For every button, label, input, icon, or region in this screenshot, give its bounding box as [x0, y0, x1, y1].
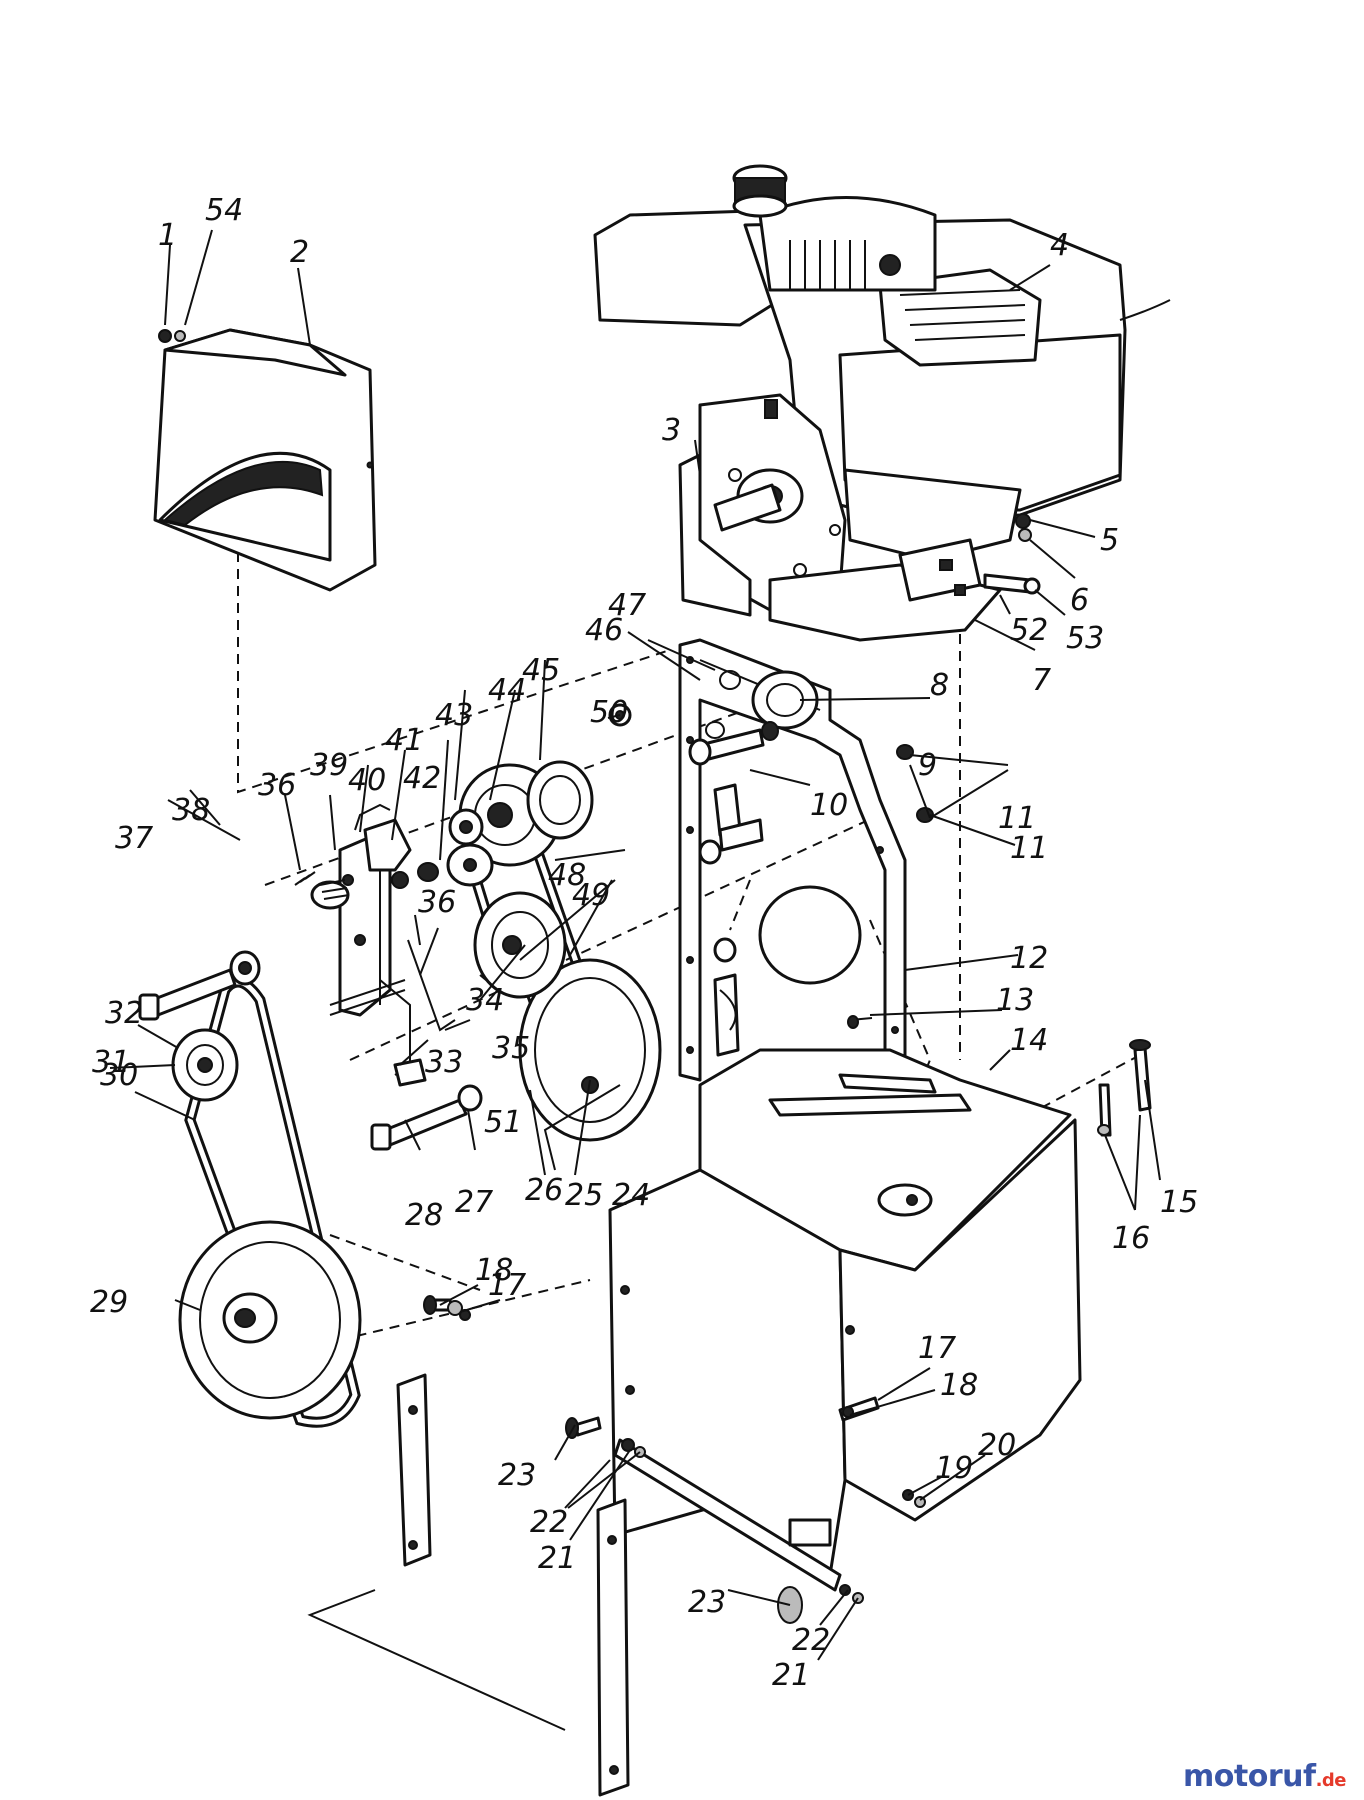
- callout-18b: 18: [940, 1368, 978, 1403]
- callout-38: 38: [172, 793, 210, 828]
- callout-44: 44: [488, 673, 526, 708]
- callout-labels: 1 2 3 4 5 6 7 8 9 10 11 12 13 14 15 16 1…: [90, 193, 1198, 1693]
- callout-36b: 36: [418, 885, 456, 920]
- callout-33: 33: [425, 1045, 463, 1080]
- callout-21: 21: [538, 1541, 576, 1576]
- watermark-suffix: .de: [1315, 1770, 1347, 1791]
- callout-47: 47: [608, 588, 646, 623]
- callout-20: 20: [978, 1428, 1016, 1463]
- callout-37: 37: [115, 821, 153, 856]
- callout-40: 40: [348, 763, 386, 798]
- callout-17b: 17: [918, 1331, 956, 1366]
- callout-32: 32: [105, 996, 143, 1031]
- engine-mount: [678, 453, 1041, 642]
- callout-43: 43: [435, 698, 473, 733]
- callout-30: 30: [100, 1058, 138, 1093]
- callout-3: 3: [662, 413, 681, 448]
- callout-12: 12: [1010, 941, 1048, 976]
- callout-27: 27: [455, 1185, 493, 1220]
- callout-16: 16: [1112, 1221, 1150, 1256]
- callout-31: 31: [92, 1045, 130, 1080]
- callout-51: 51: [484, 1105, 522, 1140]
- callout-22b: 22: [792, 1623, 830, 1658]
- callout-14: 14: [1010, 1023, 1048, 1058]
- callout-52: 52: [1010, 613, 1048, 648]
- callout-28: 28: [405, 1198, 443, 1233]
- main-frame: [678, 638, 907, 1102]
- idler-bracket: [329, 803, 456, 1087]
- callout-36: 36: [258, 768, 296, 803]
- callout-15: 15: [1160, 1185, 1198, 1220]
- callout-23: 23: [498, 1458, 536, 1493]
- callout-4: 4: [1050, 228, 1069, 263]
- callout-53: 53: [1066, 621, 1104, 656]
- callout-24: 24: [612, 1178, 650, 1213]
- callout-11b: 11: [998, 801, 1036, 836]
- pulleys-and-belts: [171, 760, 662, 1428]
- callout-26: 26: [525, 1173, 563, 1208]
- callout-2: 2: [290, 235, 309, 270]
- callout-18: 18: [475, 1253, 513, 1288]
- callout-22: 22: [530, 1505, 568, 1540]
- callout-35: 35: [492, 1031, 530, 1066]
- callout-34: 34: [466, 983, 504, 1018]
- engine: [593, 164, 1171, 612]
- bolts-and-fasteners: [138, 703, 1152, 1624]
- callout-10: 10: [810, 788, 848, 823]
- callout-50: 50: [590, 695, 628, 730]
- callout-23b: 23: [688, 1585, 726, 1620]
- callout-29: 29: [90, 1285, 128, 1320]
- watermark-brand: motoruf: [1183, 1759, 1316, 1794]
- callout-19: 19: [935, 1451, 973, 1486]
- callout-13: 13: [996, 983, 1034, 1018]
- leader-lines: [109, 229, 1161, 1661]
- housing: [608, 1048, 1082, 1592]
- callout-7: 7: [1032, 663, 1051, 698]
- callout-11: 11: [1010, 831, 1048, 866]
- callout-9: 9: [918, 748, 937, 783]
- callout-42: 42: [403, 761, 441, 796]
- callout-49: 49: [572, 878, 610, 913]
- callout-46: 46: [585, 613, 623, 648]
- site-watermark: motoruf.de: [1183, 1759, 1346, 1794]
- callout-6: 6: [1070, 583, 1089, 618]
- side-plates: [307, 1373, 630, 1797]
- callout-1: 1: [158, 218, 177, 253]
- callout-54: 54: [205, 193, 243, 228]
- callout-17: 17: [488, 1268, 526, 1303]
- callout-5: 5: [1100, 523, 1119, 558]
- callout-8: 8: [930, 668, 949, 703]
- callout-39: 39: [310, 748, 348, 783]
- belt-guard: [153, 328, 377, 592]
- callout-45: 45: [522, 653, 560, 688]
- callout-25: 25: [565, 1178, 603, 1213]
- callout-48: 48: [548, 858, 586, 893]
- callout-21b: 21: [772, 1658, 810, 1693]
- callout-41: 41: [385, 723, 423, 758]
